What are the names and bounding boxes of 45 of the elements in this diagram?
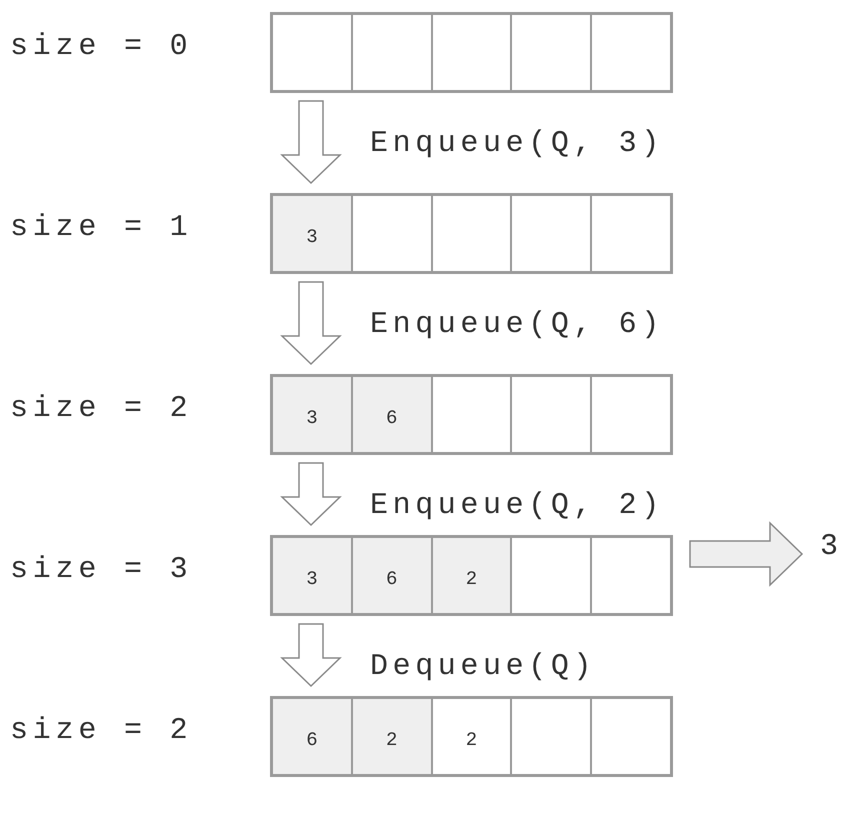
array-cell xyxy=(590,375,672,454)
array-cell: 6 xyxy=(350,536,431,615)
array-cell xyxy=(590,697,672,776)
array-cell xyxy=(510,536,590,615)
array-cell xyxy=(510,697,590,776)
array-box xyxy=(270,12,673,93)
array-box xyxy=(270,193,673,274)
array-cell: 3 xyxy=(271,375,351,454)
array-box xyxy=(270,696,673,777)
output-value: 3 xyxy=(820,530,838,564)
array-cell: 3 xyxy=(271,536,351,615)
edge-label: Enqueue(Q, 2) xyxy=(370,489,664,523)
array-cell xyxy=(510,13,590,92)
block-arrow xyxy=(280,100,342,184)
array-cell xyxy=(271,13,351,92)
block-arrow xyxy=(689,521,804,587)
size-label: size = 3 xyxy=(10,553,192,587)
array-box xyxy=(270,374,673,455)
array-cell: 2 xyxy=(430,536,510,615)
block-arrow xyxy=(280,462,342,526)
array-cell xyxy=(350,194,431,273)
array-cell xyxy=(430,375,510,454)
array-cell: 2 xyxy=(350,697,431,776)
size-label: size = 2 xyxy=(10,714,192,748)
array-cell xyxy=(430,194,510,273)
size-label: size = 2 xyxy=(10,392,192,426)
array-cell xyxy=(510,375,590,454)
array-cell xyxy=(590,13,672,92)
array-cell: 2 xyxy=(430,697,510,776)
block-arrow xyxy=(280,623,342,688)
size-label: size = 1 xyxy=(10,211,192,245)
array-box xyxy=(270,535,673,616)
array-cell xyxy=(590,536,672,615)
size-label: size = 0 xyxy=(10,30,192,64)
array-cell xyxy=(430,13,510,92)
array-cell xyxy=(350,13,431,92)
array-cell: 6 xyxy=(271,697,351,776)
edge-label: Enqueue(Q, 3) xyxy=(370,127,664,161)
block-arrow xyxy=(280,281,342,366)
array-cell: 6 xyxy=(350,375,431,454)
array-cell xyxy=(510,194,590,273)
array-cell: 3 xyxy=(271,194,351,273)
edge-label: Dequeue(Q) xyxy=(370,650,596,684)
edge-label: Enqueue(Q, 6) xyxy=(370,308,664,342)
array-cell xyxy=(590,194,672,273)
